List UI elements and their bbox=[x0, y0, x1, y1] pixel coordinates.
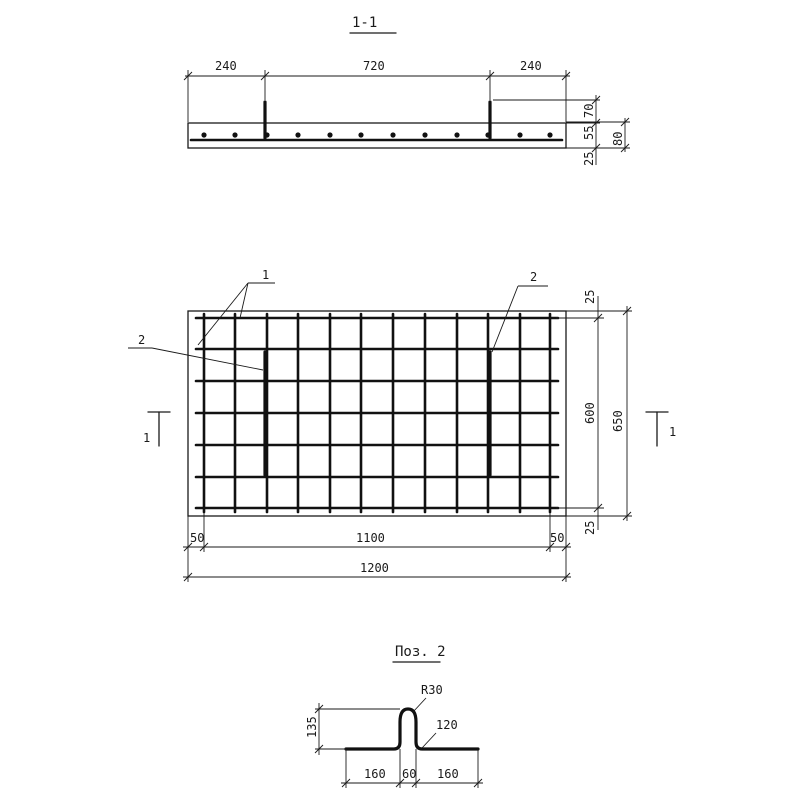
section-dim-80: 80 bbox=[611, 132, 625, 146]
plan-dim-25-top: 25 bbox=[583, 290, 597, 304]
cut-label-right: 1 bbox=[669, 425, 676, 439]
plan-dim-50-right: 50 bbox=[550, 531, 564, 545]
section-bar-dot bbox=[358, 132, 364, 138]
section-bar-dot bbox=[422, 132, 428, 138]
section-slab-outline bbox=[187, 122, 567, 149]
section-bar-dot bbox=[232, 132, 238, 138]
detail-radius-label: R30 bbox=[421, 683, 443, 697]
detail-dim-160-left: 160 bbox=[364, 767, 386, 781]
section-title: 1-1 bbox=[352, 15, 377, 31]
section-bar-dots bbox=[201, 132, 553, 138]
detail-dim-160-right: 160 bbox=[437, 767, 459, 781]
detail-angle-label: 120 bbox=[436, 718, 458, 732]
plan-dim-600: 600 bbox=[583, 402, 597, 424]
plan-dim-650: 650 bbox=[611, 410, 625, 432]
section-bar-dot bbox=[517, 132, 523, 138]
callout-pos-2-right: 2 bbox=[530, 270, 537, 284]
section-bar-dot bbox=[295, 132, 301, 138]
callout-pos-1: 1 bbox=[262, 268, 269, 282]
plan-view: 1 2 2 1 1 25 600 650 25 bbox=[128, 268, 676, 582]
section-dim-25: 25 bbox=[582, 152, 596, 166]
section-bar-dot bbox=[547, 132, 553, 138]
section-bar-dot bbox=[454, 132, 460, 138]
section-bar-dot bbox=[485, 132, 491, 138]
detail-dim-60: 60 bbox=[402, 767, 416, 781]
section-bar-dot bbox=[264, 132, 270, 138]
callout-pos-2-left: 2 bbox=[138, 333, 145, 347]
plan-dim-1100: 1100 bbox=[356, 531, 385, 545]
section-bar-dot bbox=[201, 132, 207, 138]
cut-label-left: 1 bbox=[143, 431, 150, 445]
plan-rebar-mesh bbox=[194, 312, 560, 514]
detail-loop-shape bbox=[344, 707, 480, 751]
plan-dim-50-left: 50 bbox=[190, 531, 204, 545]
section-view: 1-1 240 720 240 70 5 bbox=[183, 15, 630, 166]
plan-dim-25-bottom: 25 bbox=[583, 521, 597, 535]
section-bar-dot bbox=[327, 132, 333, 138]
section-dim-720: 720 bbox=[363, 59, 385, 73]
section-dim-70: 70 bbox=[582, 104, 596, 118]
detail-pos-2: Поз. 2 135 R30 120 160 60 160 bbox=[305, 644, 483, 788]
detail-title: Поз. 2 bbox=[395, 644, 446, 660]
section-dim-240-left: 240 bbox=[215, 59, 237, 73]
section-dim-55: 55 bbox=[582, 126, 596, 140]
plan-dim-1200: 1200 bbox=[360, 561, 389, 575]
section-bar-dot bbox=[390, 132, 396, 138]
detail-dim-135: 135 bbox=[305, 716, 319, 738]
section-dim-240-right: 240 bbox=[520, 59, 542, 73]
plan-slab-outline bbox=[187, 310, 567, 517]
